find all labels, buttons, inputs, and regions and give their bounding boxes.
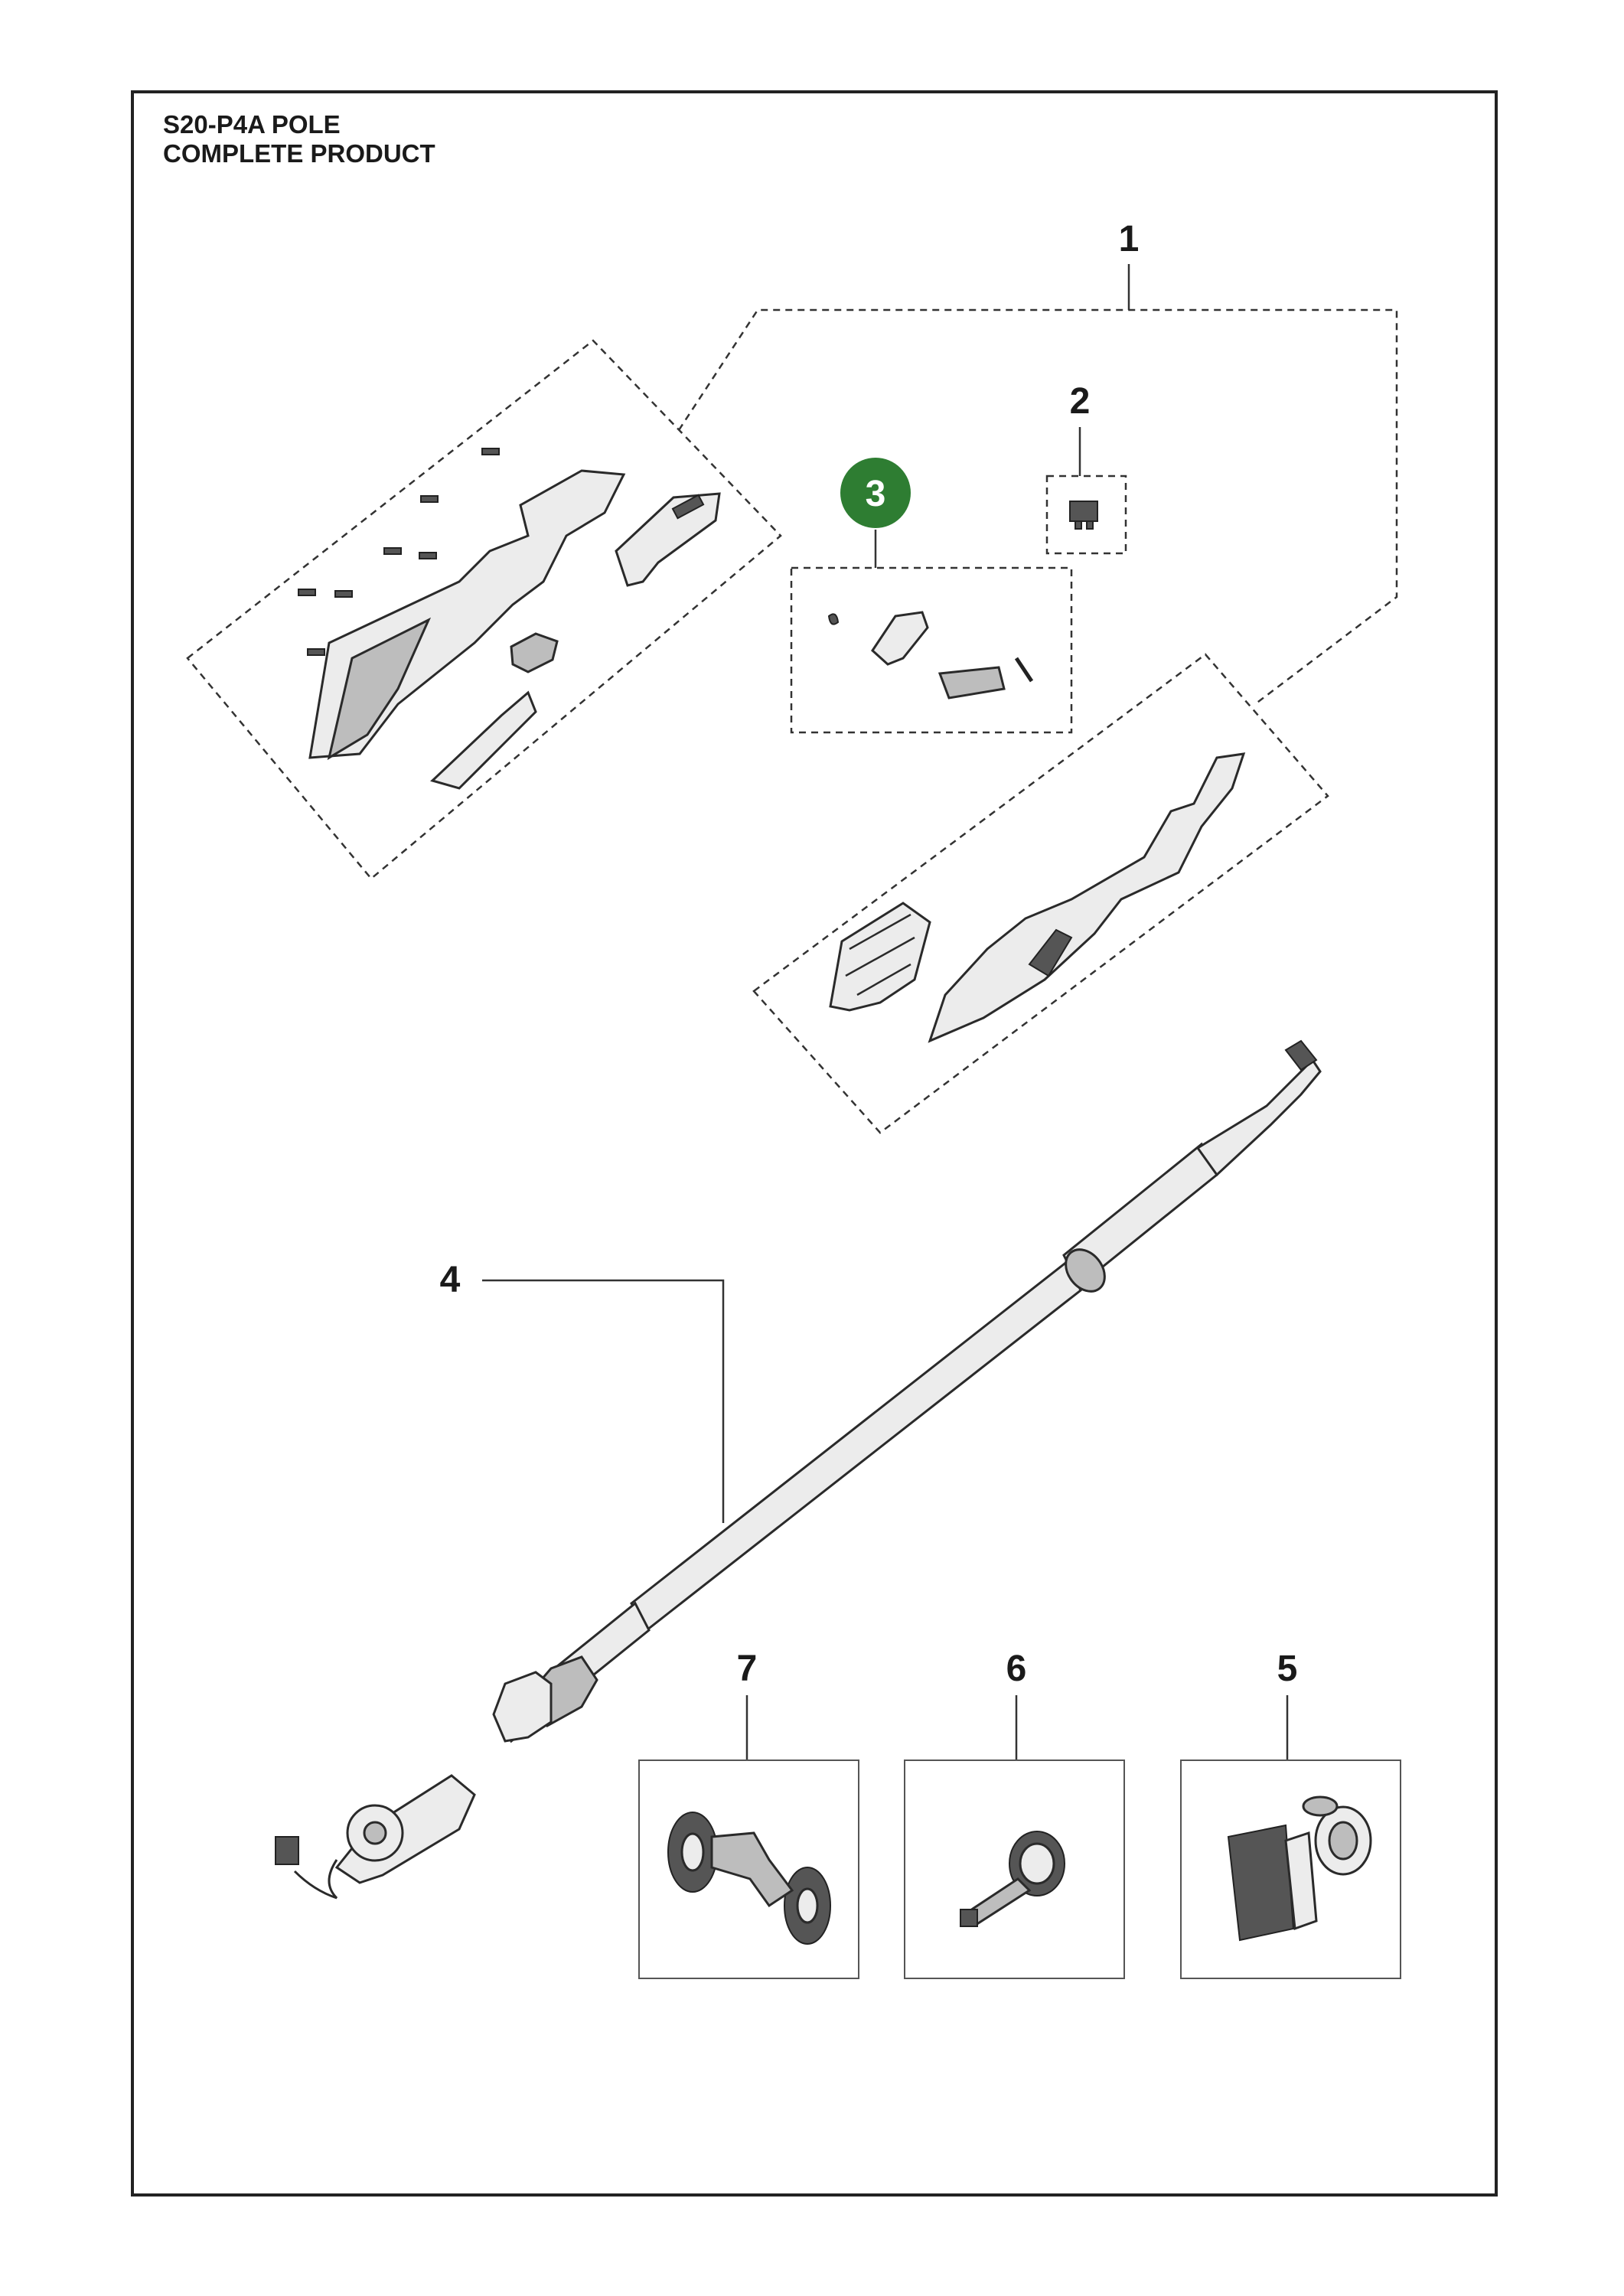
switch-box [1045, 475, 1127, 555]
wheel-kit-part [667, 1812, 831, 1945]
trigger-kit-parts [827, 611, 1034, 700]
trigger-part [510, 632, 559, 673]
handle-group-box [186, 339, 782, 880]
adapter-part [1227, 1795, 1372, 1942]
handle-cover [615, 492, 721, 587]
callout-6[interactable]: 6 [1006, 1649, 1027, 1689]
adapter-box [1180, 1760, 1401, 1979]
grip-sleeve [829, 902, 931, 1012]
handle-housing-left [308, 469, 626, 761]
switch-part [1069, 501, 1098, 530]
callout-2[interactable]: 2 [1070, 381, 1091, 422]
screws [298, 448, 500, 656]
connector-part [960, 1831, 1065, 1927]
group-1-bracket [677, 308, 1398, 705]
grip-insert [430, 690, 537, 790]
trigger-kit-box [790, 566, 1073, 734]
callout-4-leader [482, 1279, 725, 1523]
callout-1[interactable]: 1 [1119, 219, 1140, 259]
diagram-frame [131, 90, 1498, 2197]
main-handle [928, 752, 1246, 1043]
wheel-kit-box [638, 1760, 859, 1979]
callout-5[interactable]: 5 [1277, 1649, 1298, 1689]
callout-3[interactable]: 3 [866, 474, 886, 514]
callout-4[interactable]: 4 [440, 1260, 461, 1300]
main-handle-group-box [752, 653, 1329, 1134]
subtitle: COMPLETE PRODUCT [163, 139, 435, 168]
connector-box [904, 1760, 1125, 1979]
callout-7[interactable]: 7 [737, 1649, 758, 1689]
model-title: S20-P4A POLE [163, 110, 341, 139]
telescopic-pole [275, 1039, 1322, 1900]
callout-3-badge[interactable] [840, 458, 911, 528]
